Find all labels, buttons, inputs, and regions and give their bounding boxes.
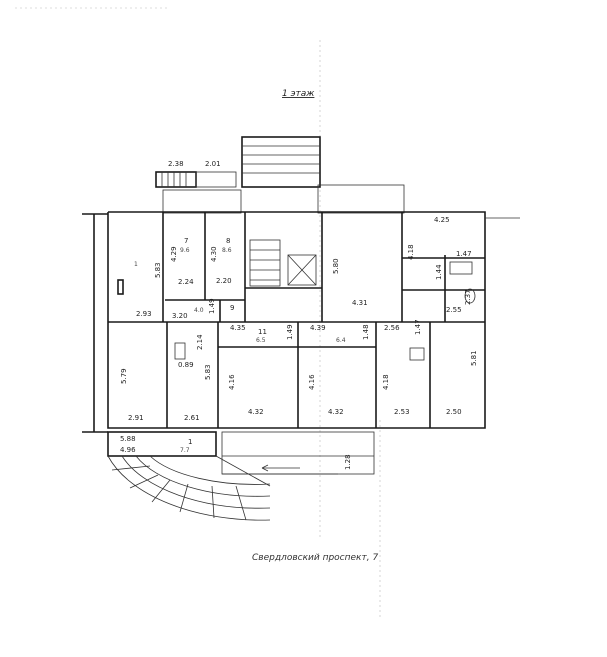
- room-12-h: 1.48: [362, 324, 370, 340]
- room-11-w: 4.35: [230, 324, 246, 332]
- room-13-w: 4.32: [248, 408, 264, 416]
- room-4-w: 3.20: [172, 312, 188, 320]
- misc-dim-3: 0.89: [178, 361, 194, 369]
- room-12-w: 4.39: [310, 324, 326, 332]
- bottom-ramp: [221, 431, 375, 475]
- sanitary-fixtures: [117, 261, 476, 361]
- top-right-annex: [317, 184, 405, 214]
- misc-dim-2: 2.37: [464, 289, 472, 305]
- room-9-label: 9: [230, 304, 234, 312]
- room-10-w: 2.61: [184, 414, 200, 422]
- interior-walls: [108, 212, 485, 428]
- entrance-dim-top: 5.88: [120, 435, 136, 443]
- entrance-canopy: [107, 431, 271, 521]
- room-7-w: 2.24: [178, 278, 194, 286]
- room-8-h: 4.30: [210, 246, 218, 262]
- top-left-stair: [155, 171, 237, 188]
- misc-dim-1: 1.47: [456, 250, 472, 258]
- misc-dim-4: 2.14: [196, 334, 204, 350]
- room-14-w: 4.32: [328, 408, 344, 416]
- address-caption: Свердловский проспект, 7: [252, 553, 378, 563]
- top-dim-right: 2.01: [205, 160, 221, 168]
- room-1-w: 2.93: [136, 310, 152, 318]
- room-16-w: 2.50: [446, 408, 462, 416]
- room-17-area: 7.7: [180, 447, 190, 454]
- stair-dim: 1.28: [344, 454, 352, 470]
- room-8r-h: 1.44: [435, 264, 443, 280]
- room-15-w: 2.53: [394, 408, 410, 416]
- room-13-h: 4.16: [228, 374, 236, 390]
- room-7-label: 7: [184, 237, 188, 245]
- room-8r-w: 2.55: [446, 306, 462, 314]
- room-1-label: 1: [134, 261, 138, 268]
- room-1-h: 5.83: [154, 262, 162, 278]
- room-10-h: 5.83: [204, 364, 212, 380]
- room-15-h: 4.18: [382, 374, 390, 390]
- room-14-h: 4.16: [308, 374, 316, 390]
- room-7r-h: 4.18: [407, 244, 415, 260]
- room-9-h: 5.79: [120, 368, 128, 384]
- room-17-label: 1: [188, 438, 192, 446]
- top-left-annex: [162, 189, 242, 214]
- room-11-h: 1.49: [286, 324, 294, 340]
- top-dim-left: 2.38: [168, 160, 184, 168]
- misc-dim-5: 2.56: [384, 324, 400, 332]
- outer-walls: [82, 211, 520, 433]
- room-8-label: 8: [226, 237, 230, 245]
- room-7r-w: 4.25: [434, 216, 450, 224]
- room-12-area: 6.4: [336, 337, 346, 344]
- room-6-w: 4.31: [352, 299, 368, 307]
- room-8-w: 2.20: [216, 277, 232, 285]
- room-16-h: 5.81: [470, 350, 478, 366]
- entrance-dim-bottom: 4.96: [120, 446, 136, 454]
- room-4-h: 1.49: [208, 298, 216, 314]
- room-9-w: 2.91: [128, 414, 144, 422]
- room-8-area: 8.6: [222, 247, 232, 254]
- floor-label: 1 этаж: [282, 89, 315, 99]
- room-11-label: 11: [258, 328, 267, 336]
- misc-dim-6: 1.47: [414, 319, 422, 335]
- room-11-area: 6.5: [256, 337, 266, 344]
- room-4-area: 4.0: [194, 307, 204, 314]
- central-stairwell: [249, 239, 317, 287]
- top-stair-block: [241, 136, 321, 188]
- room-7-area: 9.6: [180, 247, 190, 254]
- room-6-h: 5.80: [332, 258, 340, 274]
- room-7-h: 4.29: [170, 246, 178, 262]
